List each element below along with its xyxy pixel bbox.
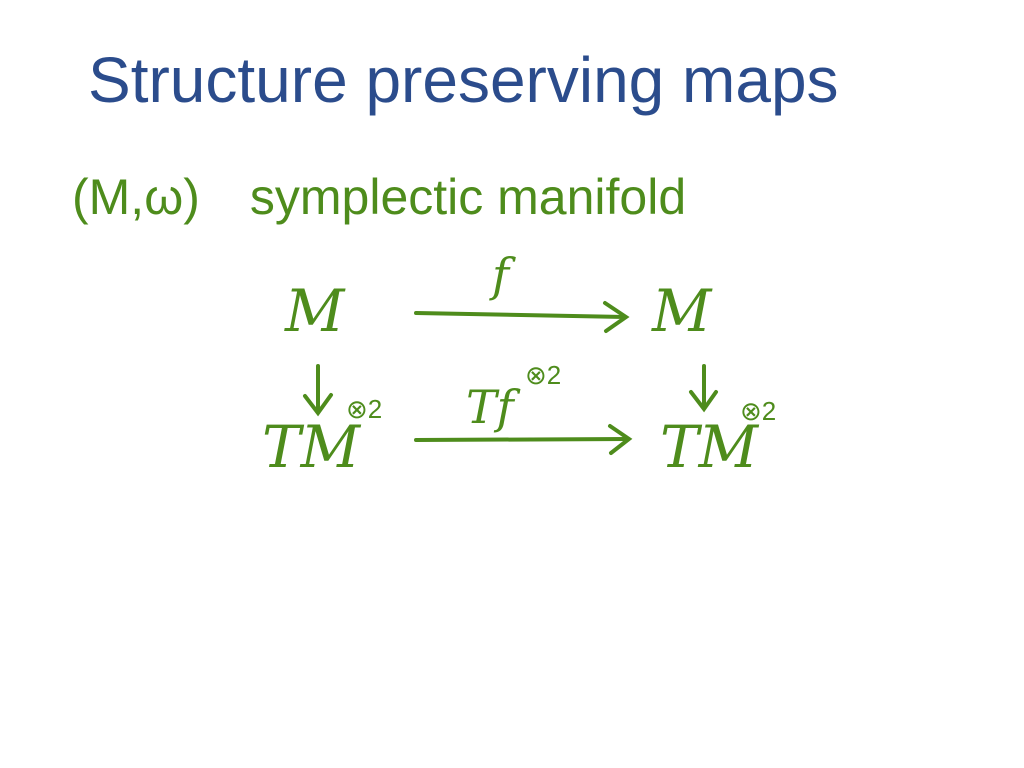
right-down-arrow xyxy=(689,364,718,413)
bottom-right-tensor-power: ⊗2 xyxy=(740,396,777,426)
top-left-object: M xyxy=(285,277,345,345)
bottom-arrow-tensor-power: ⊗2 xyxy=(525,360,562,390)
bottom-right-object: TM xyxy=(660,413,759,481)
bottom-arrow-label: Tf xyxy=(466,380,514,434)
top-arrow xyxy=(414,301,630,333)
manifold-pair: (M,ω) xyxy=(72,169,200,225)
slide-title: Structure preserving maps xyxy=(88,44,839,116)
bottom-left-object: TM xyxy=(262,413,361,481)
left-down-arrow xyxy=(303,364,333,417)
manifold-description: symplectic manifold xyxy=(249,169,687,225)
subtitle-line: (M,ω) symplectic manifold xyxy=(72,172,686,222)
top-arrow-label: f xyxy=(492,248,510,302)
top-right-object: M xyxy=(652,277,712,345)
bottom-left-tensor-power: ⊗2 xyxy=(346,394,383,424)
bottom-arrow xyxy=(414,424,633,455)
